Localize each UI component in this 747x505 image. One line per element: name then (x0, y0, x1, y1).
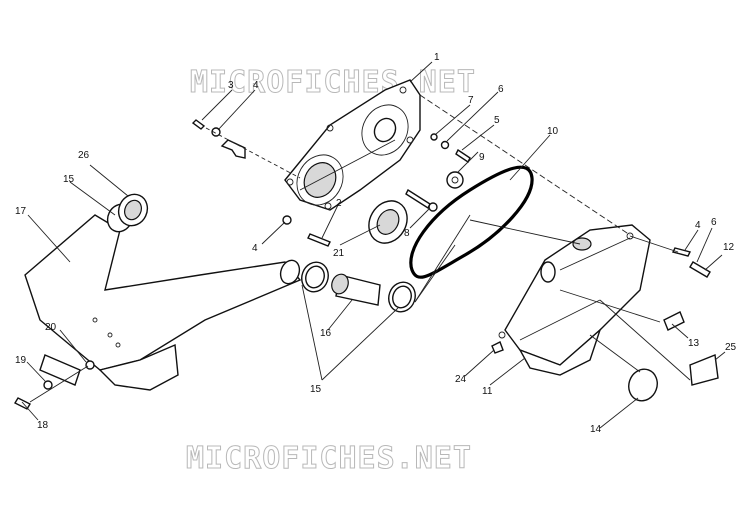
callout-5: 5 (494, 115, 500, 126)
callout-26: 26 (78, 150, 90, 161)
callout-18: 18 (37, 420, 49, 431)
callout-7: 7 (468, 95, 474, 106)
callout-20: 20 (45, 322, 57, 333)
callout-3: 3 (228, 80, 234, 91)
leader-lines (21, 61, 726, 429)
callout-4-top: 4 (253, 80, 259, 91)
bolt-24 (491, 341, 504, 354)
callout-12: 12 (723, 242, 735, 253)
lower-left-hardware (14, 354, 95, 410)
callout-13: 13 (688, 338, 700, 349)
inner-cover (284, 79, 421, 211)
exhaust-duct (24, 193, 302, 391)
callout-16: 16 (320, 328, 332, 339)
bracket (220, 139, 246, 159)
callout-10: 10 (547, 126, 559, 137)
callout-17: 17 (15, 206, 27, 217)
watermark-bottom: MICROFICHES.NET (186, 441, 472, 476)
outer-cover (498, 224, 651, 376)
callout-21: 21 (333, 248, 345, 259)
clamps-and-tube (301, 261, 416, 313)
callout-11: 11 (482, 386, 493, 397)
washer-9 (446, 171, 464, 189)
callout-15-bottom: 15 (310, 384, 322, 395)
bolt-3 (191, 119, 206, 130)
callout-24: 24 (455, 374, 467, 385)
right-hardware (628, 247, 719, 402)
callout-numbers: 1 2 3 4 4 5 6 6 7 8 9 10 11 12 13 14 15 … (15, 52, 737, 435)
callout-19: 19 (15, 355, 27, 366)
drive-belt (409, 165, 534, 279)
callout-4-left: 4 (252, 243, 258, 254)
seal (368, 200, 408, 244)
callout-1: 1 (434, 52, 440, 63)
callout-25: 25 (725, 342, 737, 353)
callout-6-right: 6 (711, 217, 717, 228)
callout-9: 9 (479, 152, 485, 163)
watermark-top: MICROFICHES.NET (190, 65, 476, 100)
callout-4-right: 4 (695, 220, 701, 231)
bolt-2 (307, 233, 331, 247)
callout-8: 8 (404, 228, 410, 239)
callout-6-top: 6 (498, 84, 504, 95)
construction-lines (414, 94, 691, 381)
callout-2: 2 (336, 198, 342, 209)
callout-14: 14 (590, 424, 602, 435)
bolts-upper (405, 133, 471, 212)
callout-15-left: 15 (63, 174, 75, 185)
